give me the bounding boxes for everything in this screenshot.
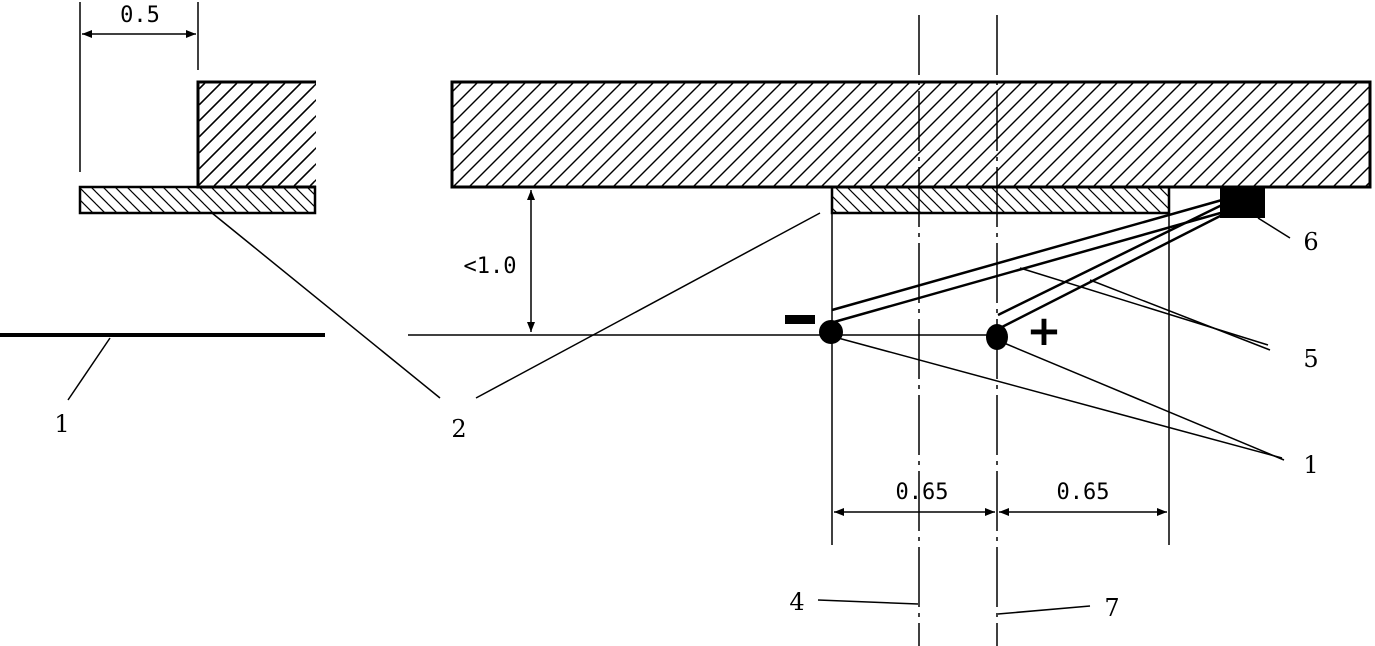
main-hatched-slab [450, 80, 1372, 189]
callout-2: 2 [451, 415, 466, 443]
wires [831, 198, 1229, 329]
leader-4 [817, 599, 919, 605]
callout-6: 6 [1303, 228, 1318, 256]
leader-5-a [1019, 267, 1269, 346]
dim-label-span-left: 0.65 [896, 480, 949, 505]
left-detail-view: 0.5 1 [0, 2, 325, 438]
left-thin-plate [78, 185, 317, 215]
leader-7 [997, 605, 1091, 615]
leader-6 [1257, 217, 1291, 239]
callout-5: 5 [1303, 345, 1318, 373]
negative-sign [785, 315, 815, 324]
dim-label-height: <1.0 [464, 254, 517, 279]
leader-1-right-a [837, 337, 1283, 459]
callout-1-left: 1 [54, 410, 69, 438]
positive-electrode [986, 324, 1008, 350]
callout-1-right: 1 [1303, 451, 1318, 479]
leader-2-right [475, 212, 821, 399]
negative-electrode [819, 320, 843, 344]
leader-5-b [1089, 279, 1271, 351]
positive-sign: + [1026, 306, 1061, 355]
dim-label-span-right: 0.65 [1057, 480, 1110, 505]
leader-1-right-b [1003, 342, 1285, 461]
callout-2-group: 2 [211, 212, 821, 443]
leader-2-left [211, 212, 441, 399]
callout-7: 7 [1104, 594, 1119, 622]
leader-1-left [67, 337, 111, 401]
callout-4: 4 [789, 588, 804, 616]
main-thin-plate [830, 185, 1171, 215]
right-main-view: 6 <1.0 5 + 1 0.65 0. [408, 15, 1372, 646]
dim-label-0-5: 0.5 [120, 3, 160, 28]
